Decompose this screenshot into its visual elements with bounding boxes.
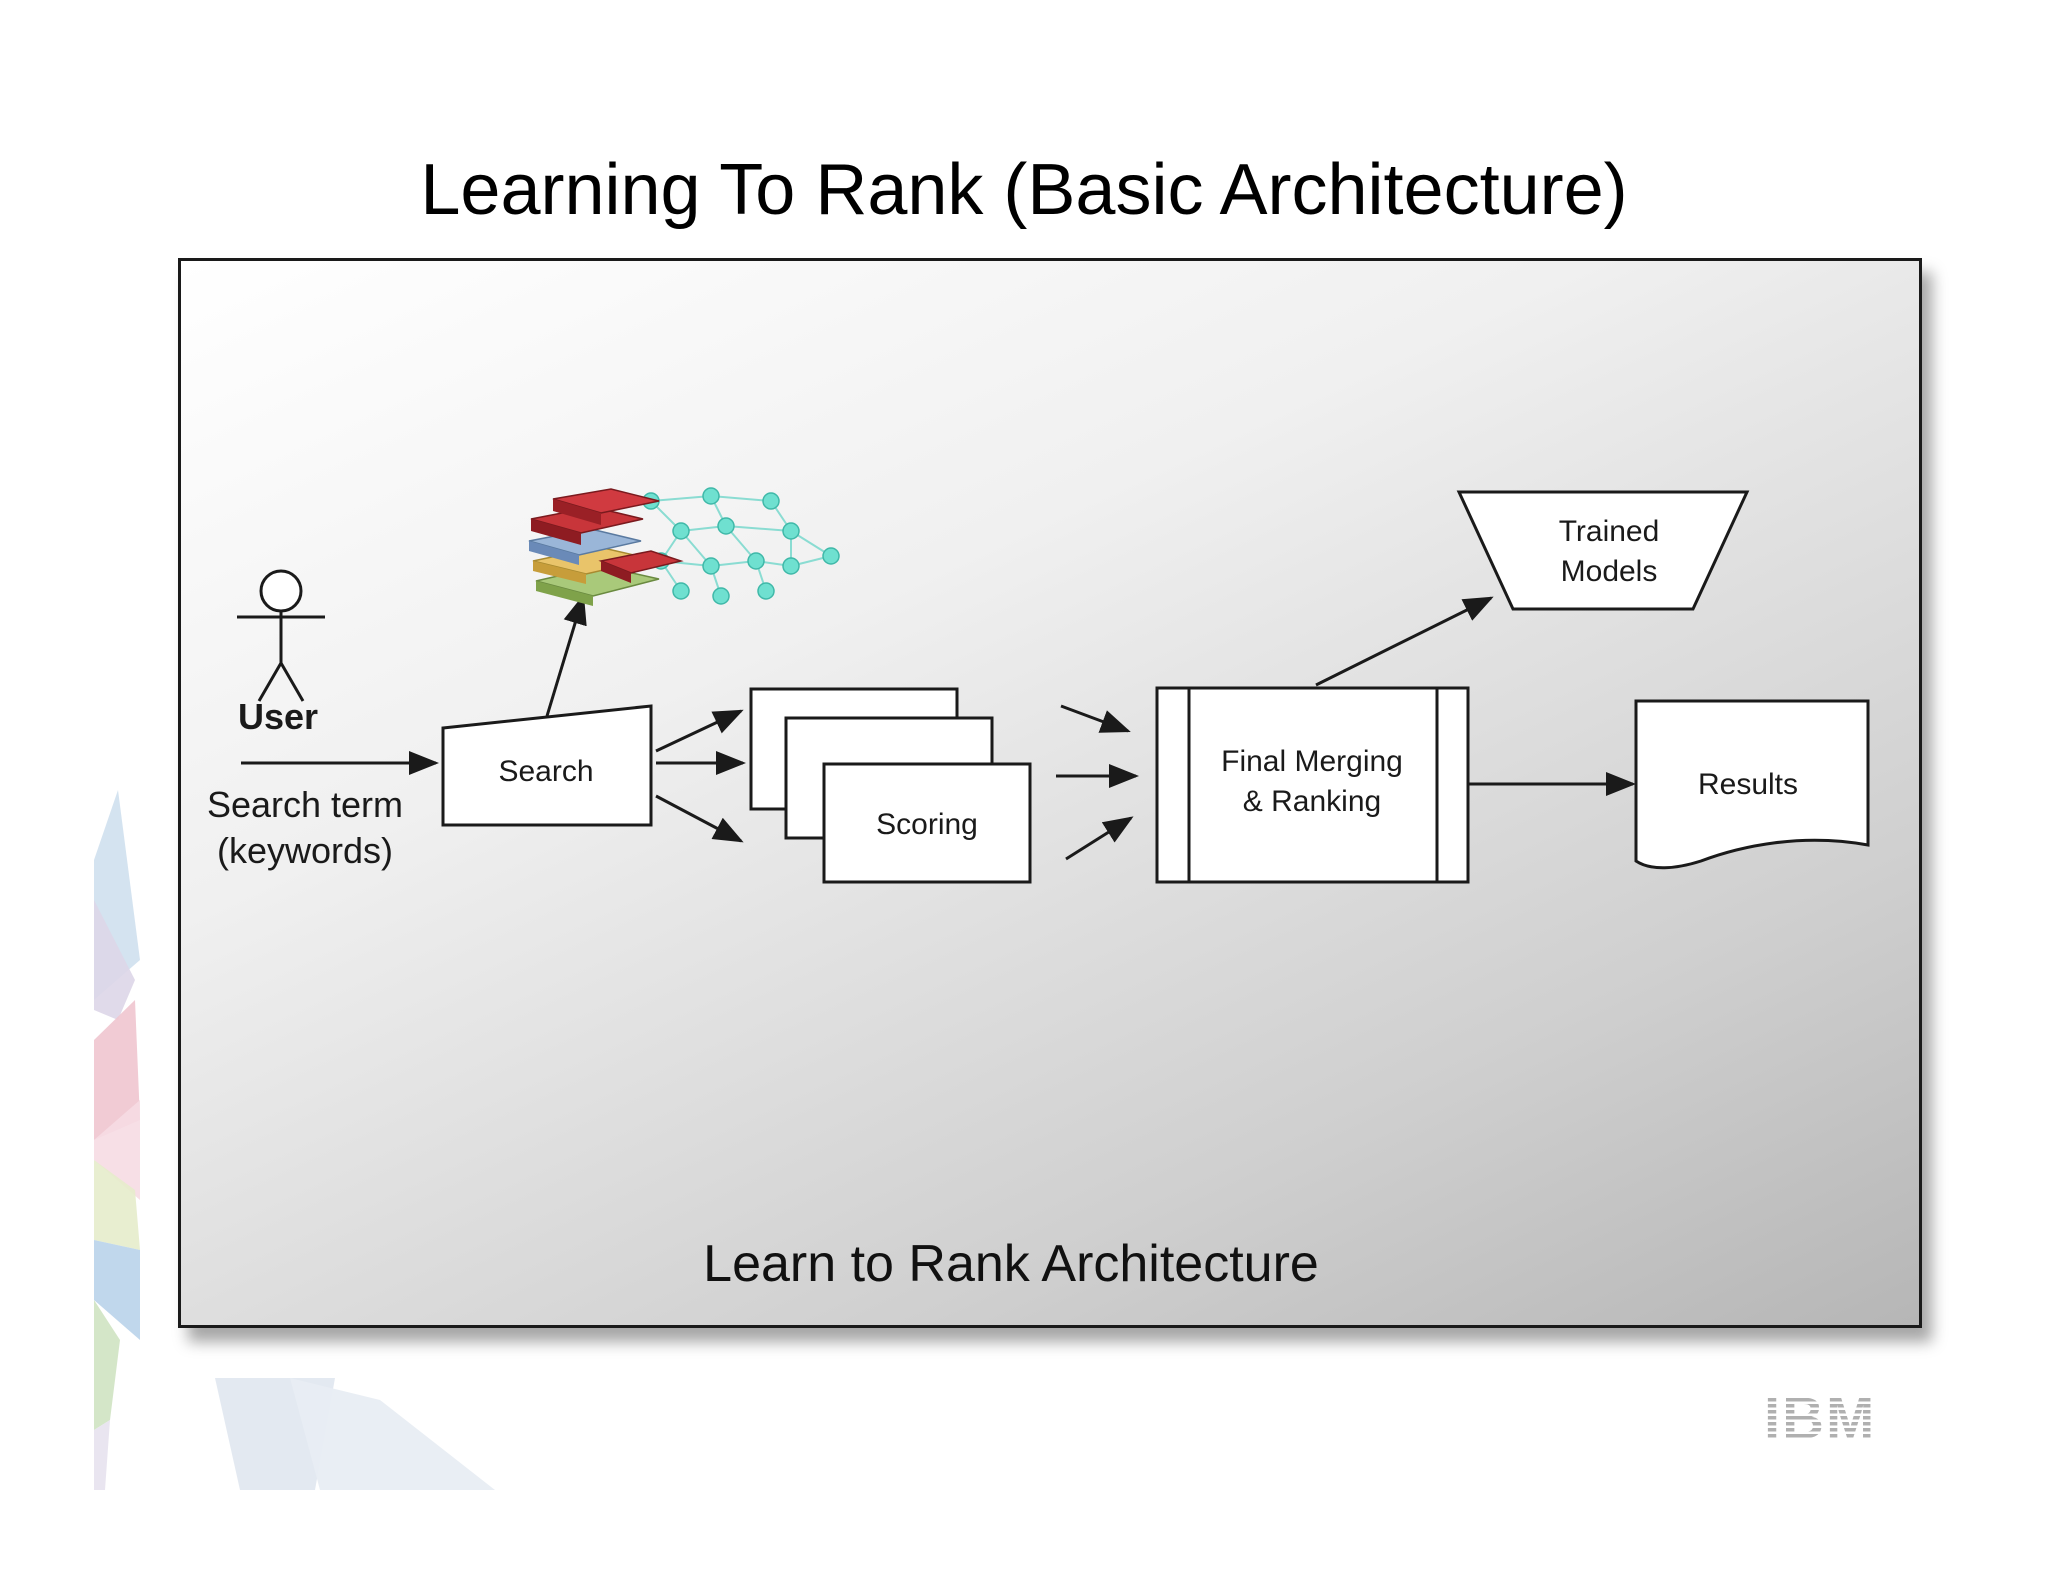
final-merging-box	[1155, 686, 1470, 884]
books-and-network-graph-icon	[528, 487, 840, 606]
scoring-box	[822, 762, 1032, 884]
user-label: User	[238, 696, 318, 737]
trained-models-label-line2: Models	[1561, 555, 1658, 588]
final-merging-label-line1: Final Merging	[1221, 745, 1403, 778]
results-label: Results	[1698, 768, 1798, 801]
decorative-shapes	[94, 790, 495, 1490]
ibm-logo: IBM	[1764, 1386, 1876, 1446]
arrow-search-to-scoring-3	[655, 794, 744, 843]
user-stick-figure-icon	[237, 569, 325, 702]
results-document	[1634, 699, 1870, 870]
diagram-caption: Learn to Rank Architecture	[703, 1235, 1319, 1293]
search-box-label: Search	[498, 755, 593, 788]
slide-title: Learning To Rank (Basic Architecture)	[420, 150, 1628, 230]
trained-models-box	[1456, 490, 1750, 611]
search-term-label: Search term	[207, 784, 403, 825]
architecture-diagram: User Search term (keywords) Search	[207, 487, 1870, 1293]
final-merging-label-line2: & Ranking	[1243, 785, 1381, 818]
arrow-merge-to-models	[1315, 596, 1494, 687]
arrow-scoring-to-merge-1	[1060, 704, 1131, 733]
search-box	[441, 704, 653, 827]
diagram-panel: User Search term (keywords) Search	[178, 258, 1922, 1328]
scoring-box-label: Scoring	[876, 808, 978, 841]
keywords-label: (keywords)	[217, 830, 393, 871]
ibm-logo-text: IBM	[1764, 1386, 1876, 1446]
trained-models-label-line1: Trained	[1559, 515, 1660, 548]
arrow-scoring-to-merge-3	[1065, 816, 1134, 861]
arrow-search-to-scoring-1	[655, 709, 744, 753]
arrow-search-to-index	[545, 594, 587, 717]
